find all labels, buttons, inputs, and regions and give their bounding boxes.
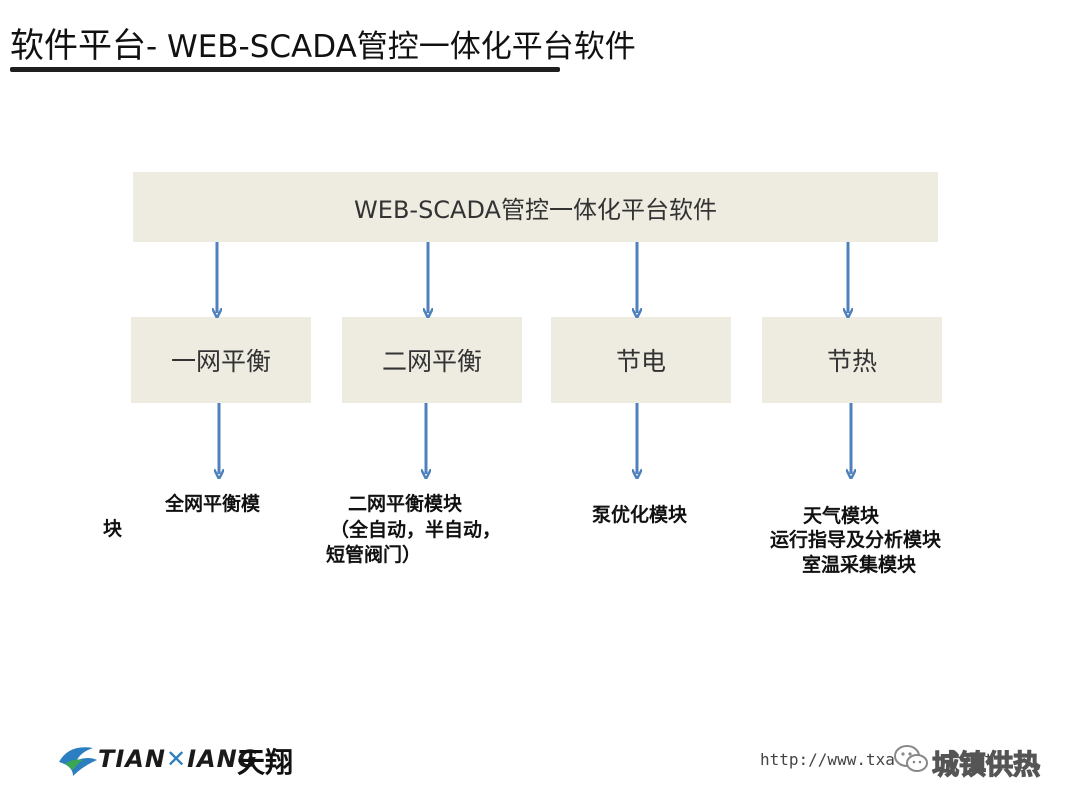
logo-cn-text: 天翔 bbox=[237, 746, 294, 779]
logo-en-left: TIAN bbox=[98, 745, 166, 773]
root-box-label: WEB-SCADA管控一体化平台软件 bbox=[354, 195, 717, 224]
wechat-icon bbox=[894, 745, 928, 772]
module-box-1: 一网平衡 bbox=[131, 317, 311, 403]
page-title: 软件平台- WEB-SCADA管控一体化平台软件 bbox=[10, 18, 636, 67]
root-box: WEB-SCADA管控一体化平台软件 bbox=[133, 172, 938, 242]
module-label-3: 节电 bbox=[615, 347, 666, 376]
detail-2-line-2: （全自动，半自动， bbox=[330, 519, 502, 541]
watermark-text: 城镇供热 bbox=[931, 749, 1040, 781]
detail-4-line-3: 室温采集模块 bbox=[802, 554, 917, 576]
detail-4-line-2: 运行指导及分析模块 bbox=[770, 529, 942, 551]
detail-1-line-1: 全网平衡模 bbox=[165, 493, 261, 515]
footer-url[interactable]: http://www.txa net bbox=[760, 750, 994, 769]
company-logo-text: TIAN✕IANG bbox=[98, 745, 258, 773]
detail-1-line-2: 块 bbox=[103, 518, 123, 540]
module-box-3: 节电 bbox=[551, 317, 731, 403]
company-logo-icon bbox=[59, 747, 97, 776]
detail-2-line-1: 二网平衡模块 bbox=[348, 493, 463, 515]
module-box-2: 二网平衡 bbox=[342, 317, 522, 403]
module-box-4: 节热 bbox=[762, 317, 942, 403]
page-title-sub: - WEB-SCADA管控一体化平台软件 bbox=[146, 29, 636, 65]
detail-2-line-3: 短管阀门） bbox=[326, 544, 422, 566]
page-title-main: 软件平台 bbox=[10, 26, 146, 66]
detail-4-line-1: 天气模块 bbox=[803, 505, 880, 527]
logo-en-right: IANG bbox=[187, 745, 259, 773]
footer-url-tail: net bbox=[964, 750, 994, 769]
logo-x-mark: ✕ bbox=[165, 745, 188, 773]
module-label-4: 节热 bbox=[826, 347, 877, 376]
title-underline bbox=[10, 67, 560, 72]
module-label-1: 一网平衡 bbox=[170, 347, 271, 376]
module-label-2: 二网平衡 bbox=[381, 347, 482, 376]
detail-3-line-1: 泵优化模块 bbox=[592, 504, 688, 526]
footer-url-head: http://www.txa bbox=[760, 750, 895, 769]
